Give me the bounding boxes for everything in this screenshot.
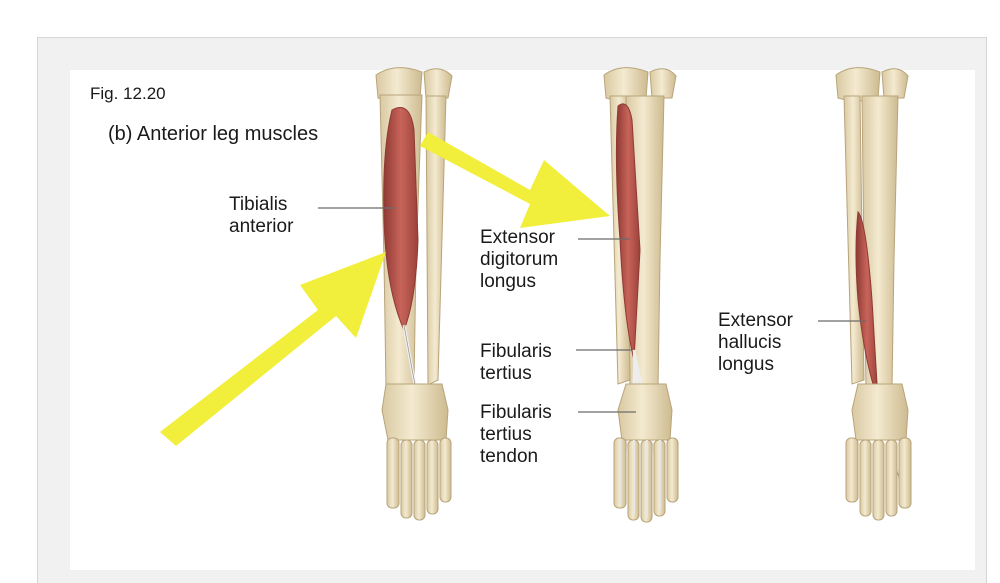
label-extensor-digitorum-longus: Extensor digitorum longus (480, 227, 558, 293)
yellow-arrow-upper-icon (420, 132, 610, 228)
yellow-arrow-lower-icon (160, 252, 386, 446)
label-tibialis-anterior: Tibialis anterior (229, 194, 293, 238)
leg-extensor-hallucis-longus (836, 68, 911, 520)
figure-caption: (b) Anterior leg muscles (108, 123, 318, 145)
leg-tibialis-anterior (376, 68, 452, 520)
label-fibularis-tertius-tendon: Fibularis tertius tendon (480, 402, 552, 468)
label-extensor-hallucis-longus: Extensor hallucis longus (718, 310, 793, 376)
figure-number: Fig. 12.20 (90, 83, 166, 105)
leg-extensor-digitorum-longus (604, 68, 678, 522)
label-fibularis-tertius: Fibularis tertius (480, 341, 552, 385)
